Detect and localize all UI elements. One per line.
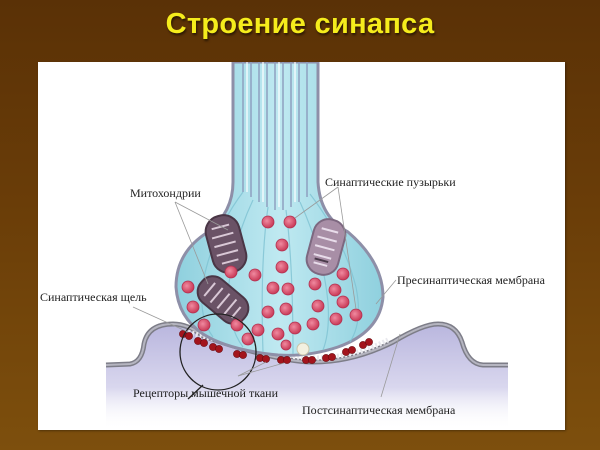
- receptor-pointer-line: [187, 384, 204, 400]
- label-postsynaptic-membrane: Постсинаптическая мембрана: [302, 403, 456, 417]
- muscle-receptors: [179, 330, 373, 364]
- label-synaptic-vesicles: Синаптические пузырьки: [325, 175, 456, 189]
- label-synaptic-cleft: Синаптическая щель: [40, 290, 147, 304]
- label-mitochondria: Митохондрии: [130, 186, 201, 200]
- mitochondrion-3: [196, 275, 250, 325]
- leader-lines: [132, 186, 401, 398]
- highlight-circle: [179, 313, 257, 391]
- label-muscle-receptors: Рецепторы мышечной ткани: [133, 386, 279, 400]
- fusing-vesicle: [296, 342, 310, 356]
- slide-title: Строение синапса: [165, 8, 435, 40]
- diagram-panel: Митохондрии Синаптические пузырьки Преси…: [38, 62, 565, 430]
- mitochondria-group: [196, 214, 347, 325]
- mitochondrion-1: [204, 214, 248, 274]
- synapse-diagram: [105, 62, 508, 430]
- label-presynaptic-membrane: Пресинаптическая мембрана: [397, 273, 545, 287]
- presynaptic-terminal: [174, 62, 385, 357]
- synaptic-vesicles: [181, 215, 363, 351]
- mitochondrion-2: [305, 218, 347, 276]
